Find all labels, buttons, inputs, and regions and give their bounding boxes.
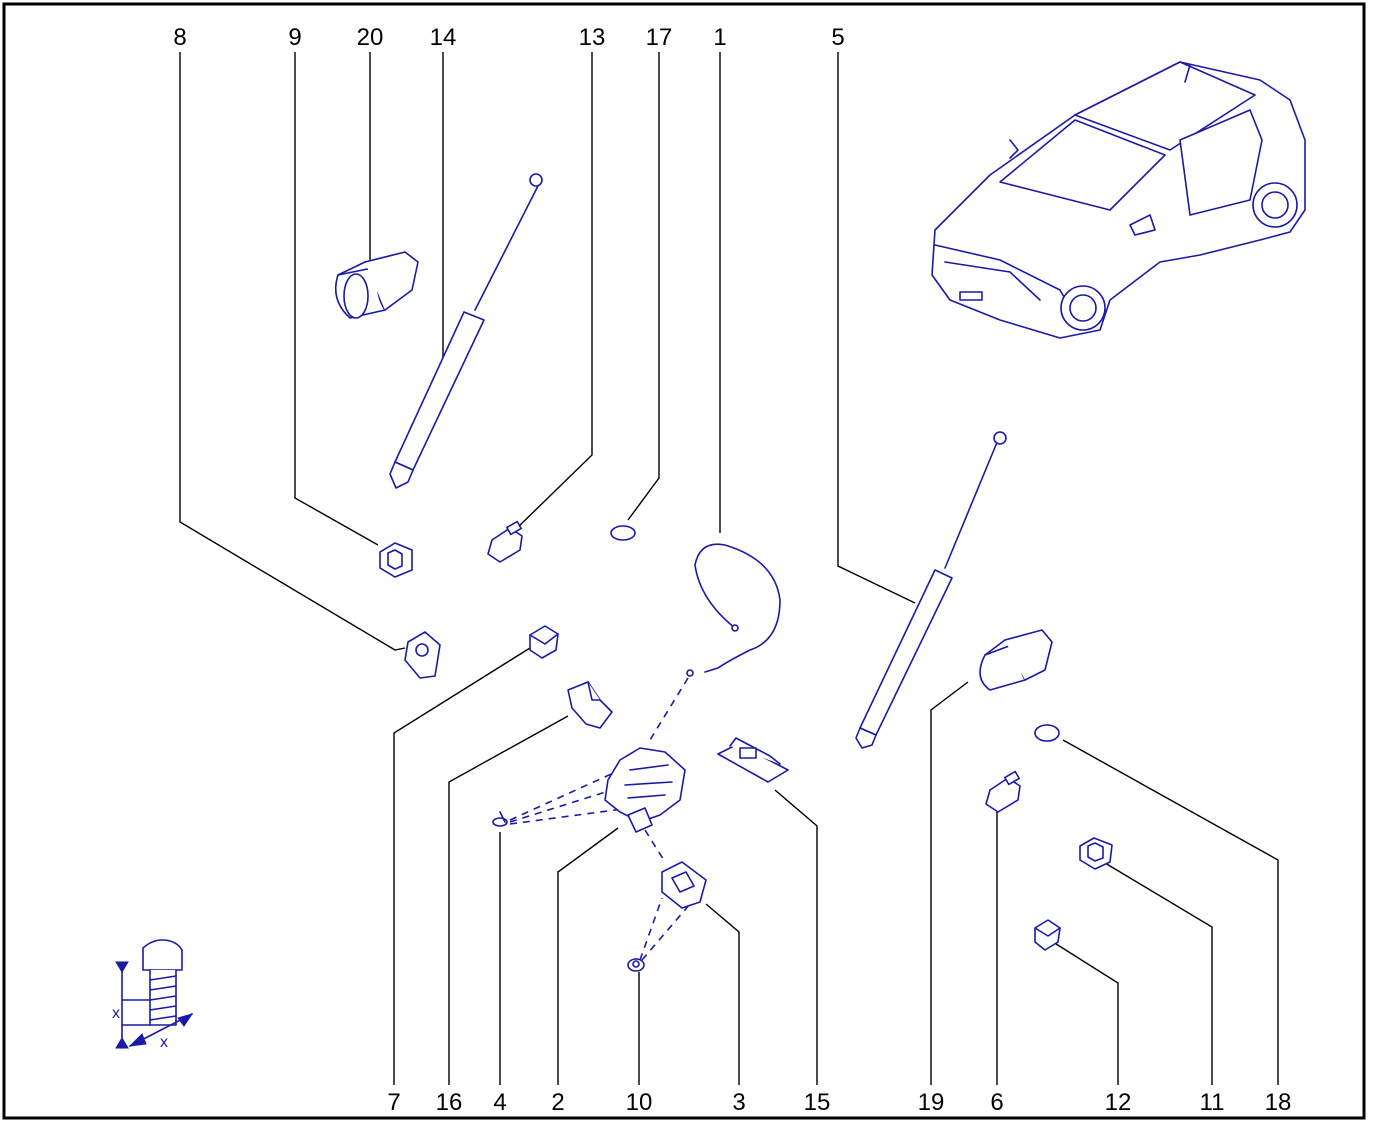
callout-12: 12 — [1105, 1089, 1132, 1116]
cover-part-16 — [567, 681, 613, 729]
callout-13: 13 — [579, 24, 606, 51]
screw-part-4 — [492, 811, 508, 827]
top-callouts: 8 9 20 14 13 17 1 5 — [173, 24, 844, 51]
callout-7: 7 — [387, 1089, 400, 1116]
clip-part-11 — [1079, 837, 1113, 870]
torque-label-x1: x — [112, 1005, 120, 1022]
bumper-part-12 — [1034, 919, 1061, 951]
callout-19: 19 — [918, 1089, 945, 1116]
torque-label-x2: x — [160, 1034, 168, 1051]
gas-strut-icon — [855, 431, 1007, 749]
callout-14: 14 — [430, 24, 457, 51]
lock-part-2 — [604, 747, 686, 833]
o-ring-part-18 — [1034, 724, 1060, 742]
callout-16: 16 — [436, 1089, 463, 1116]
striker-part-3 — [661, 861, 707, 909]
o-ring-part-17 — [610, 525, 636, 541]
sleeve-part-20 — [334, 251, 419, 319]
callout-2: 2 — [551, 1089, 564, 1116]
diagram-frame — [2, 2, 1366, 1120]
callout-15: 15 — [804, 1089, 831, 1116]
callout-1: 1 — [713, 24, 726, 51]
callout-8: 8 — [173, 24, 186, 51]
vehicle-icon — [931, 61, 1306, 339]
bumper-part-7 — [529, 625, 559, 659]
switch-part-13 — [487, 520, 523, 563]
bottom-callouts: 7 16 4 2 10 3 15 19 6 12 11 18 — [387, 1089, 1291, 1116]
assembly-lines — [509, 677, 691, 961]
nut-part-10 — [627, 958, 645, 972]
callout-9: 9 — [288, 24, 301, 51]
cable-part-1 — [686, 543, 781, 677]
bracket-part-8 — [404, 631, 441, 679]
sleeve-part-19 — [979, 629, 1053, 691]
callout-10: 10 — [626, 1089, 653, 1116]
callout-5: 5 — [831, 24, 844, 51]
bolt-torque-icon: x x — [112, 939, 194, 1051]
callout-4: 4 — [493, 1089, 506, 1116]
clip-part-9 — [379, 542, 413, 578]
callout-6: 6 — [990, 1089, 1003, 1116]
leader-lines — [179, 52, 1279, 1085]
switch-assembly-part-15 — [717, 737, 789, 783]
callout-3: 3 — [732, 1089, 745, 1116]
callout-18: 18 — [1265, 1089, 1292, 1116]
callout-11: 11 — [1200, 1089, 1225, 1116]
gas-strut-icon — [389, 173, 543, 489]
callout-17: 17 — [646, 24, 673, 51]
switch-part-6 — [985, 770, 1021, 813]
callout-20: 20 — [357, 24, 384, 51]
